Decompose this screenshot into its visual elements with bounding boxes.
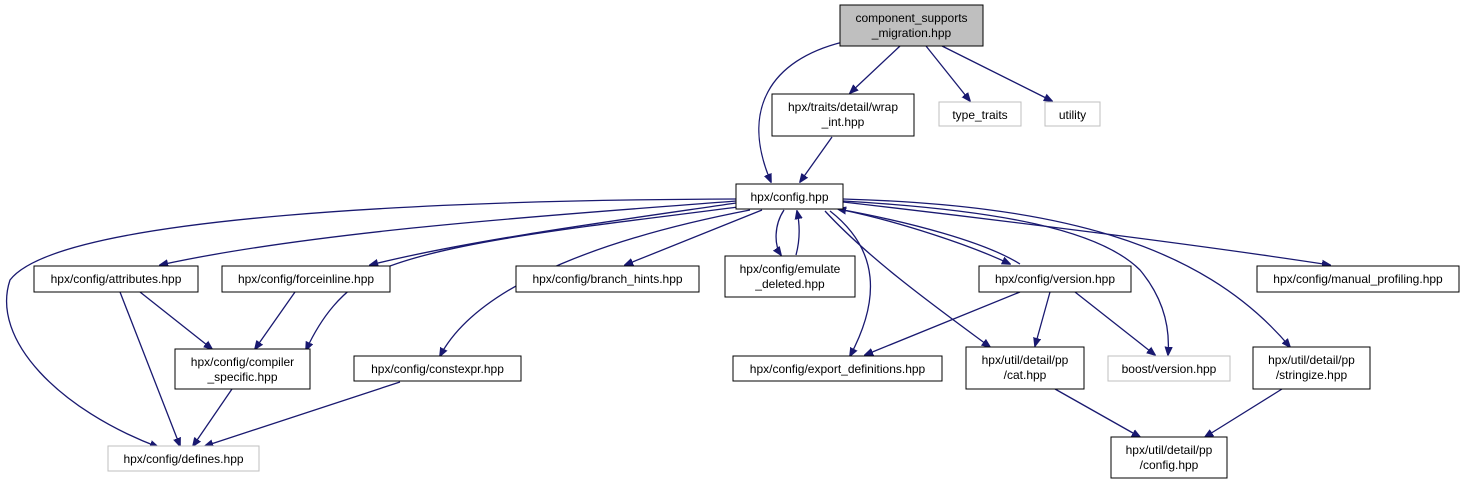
edge-root-to-config <box>758 41 844 182</box>
node-label-line: utility <box>1059 108 1086 122</box>
node-component-supports-migration[interactable]: component_supports _migration.hpp <box>839 4 984 47</box>
node-label-line: hpx/util/detail/pp <box>1126 443 1213 457</box>
edge-version-to-config <box>838 209 1021 265</box>
node-label-line: _deleted.hpp <box>754 277 825 291</box>
node-label-line: hpx/config.hpp <box>750 190 828 204</box>
edge-compiler-specific-to-defines <box>193 388 233 446</box>
edge-version-to-export-definitions <box>865 291 1021 355</box>
node-label-line: hpx/config/branch_hints.hpp <box>532 272 682 286</box>
node-label-line: /cat.hpp <box>1004 368 1047 382</box>
node-label-line: _specific.hpp <box>206 370 277 384</box>
edge-forceinline-to-compiler-specific <box>255 291 296 349</box>
node-label-line: /config.hpp <box>1140 458 1199 472</box>
node-label-line: hpx/config/export_definitions.hpp <box>750 362 926 376</box>
node-label-line: hpx/config/constexpr.hpp <box>371 362 504 376</box>
edge-pp-cat-to-pp-config <box>1054 388 1140 437</box>
node-config-attributes[interactable]: hpx/config/attributes.hpp <box>33 265 199 293</box>
edge-layer <box>5 41 1330 447</box>
node-layer: component_supports _migration.hpp hpx/tr… <box>33 4 1460 479</box>
edge-emulate-deleted-to-config <box>796 211 799 256</box>
node-wrap-int[interactable]: hpx/traits/detail/wrap _int.hpp <box>771 93 915 137</box>
node-type-traits[interactable]: type_traits <box>938 101 1022 127</box>
node-label-line: hpx/config/version.hpp <box>995 272 1115 286</box>
edge-config-to-branch-hints <box>625 209 763 265</box>
node-label-line: _migration.hpp <box>871 26 952 40</box>
edge-version-to-pp-cat <box>1035 291 1051 346</box>
node-config-emulate-deleted[interactable]: hpx/config/emulate _deleted.hpp <box>724 255 856 298</box>
edge-root-to-utility <box>941 45 1052 101</box>
edge-wrap-int-to-config <box>800 136 833 182</box>
edge-attributes-to-compiler-specific <box>139 291 212 349</box>
node-label-line: hpx/config/compiler <box>191 355 294 369</box>
edge-config-to-attributes <box>160 200 737 265</box>
edge-config-to-defines <box>5 198 737 447</box>
node-config-constexpr[interactable]: hpx/config/constexpr.hpp <box>353 355 522 382</box>
node-label-line: _int.hpp <box>821 115 865 129</box>
node-config-export-definitions[interactable]: hpx/config/export_definitions.hpp <box>732 355 943 382</box>
node-config-manual-profiling[interactable]: hpx/config/manual_profiling.hpp <box>1256 265 1460 293</box>
node-label-line: /stringize.hpp <box>1276 368 1348 382</box>
edge-config-to-emulate-deleted <box>776 209 785 255</box>
node-label-line: type_traits <box>952 108 1007 122</box>
node-label-line: component_supports <box>855 11 967 25</box>
node-label-line: hpx/config/defines.hpp <box>123 452 243 466</box>
edge-attributes-to-defines <box>119 291 180 446</box>
node-label-line: boost/version.hpp <box>1122 362 1217 376</box>
node-label-line: hpx/config/forceinline.hpp <box>238 272 374 286</box>
node-pp-stringize[interactable]: hpx/util/detail/pp /stringize.hpp <box>1252 346 1371 390</box>
edge-version-to-boost-version <box>1074 291 1155 355</box>
node-boost-version[interactable]: boost/version.hpp <box>1107 355 1231 382</box>
edge-config-to-boost-version <box>842 200 1168 355</box>
node-config-branch-hints[interactable]: hpx/config/branch_hints.hpp <box>515 265 700 293</box>
edge-config-to-compiler-specific <box>306 206 739 350</box>
edge-config-to-version <box>842 209 1010 264</box>
node-label-line: hpx/util/detail/pp <box>1268 353 1355 367</box>
edge-pp-stringize-to-pp-config <box>1205 388 1283 437</box>
edge-config-to-forceinline <box>370 202 737 265</box>
node-label-line: hpx/traits/detail/wrap <box>788 100 898 114</box>
node-label-line: hpx/config/manual_profiling.hpp <box>1273 272 1443 286</box>
edge-root-to-wrap-int <box>850 45 901 93</box>
node-label-line: hpx/config/emulate <box>740 262 841 276</box>
edge-root-to-type-traits <box>925 45 970 101</box>
node-pp-cat[interactable]: hpx/util/detail/pp /cat.hpp <box>965 346 1085 390</box>
node-config-compiler-specific[interactable]: hpx/config/compiler _specific.hpp <box>174 348 311 390</box>
node-label-line: hpx/config/attributes.hpp <box>51 272 182 286</box>
node-hpx-config[interactable]: hpx/config.hpp <box>735 183 844 210</box>
node-pp-config[interactable]: hpx/util/detail/pp /config.hpp <box>1110 436 1228 479</box>
node-config-version[interactable]: hpx/config/version.hpp <box>978 265 1132 293</box>
edge-config-to-pp-stringize <box>842 198 1290 347</box>
node-config-defines[interactable]: hpx/config/defines.hpp <box>107 445 260 472</box>
node-config-forceinline[interactable]: hpx/config/forceinline.hpp <box>221 265 391 293</box>
edge-config-to-pp-cat <box>824 210 990 347</box>
edge-constexpr-to-defines <box>205 381 401 446</box>
node-label-line: hpx/util/detail/pp <box>982 353 1069 367</box>
edge-config-to-manual-profiling <box>842 201 1330 265</box>
node-utility[interactable]: utility <box>1044 101 1101 127</box>
edge-config-to-export-definitions <box>829 210 872 356</box>
edge-config-to-constexpr <box>440 209 751 356</box>
